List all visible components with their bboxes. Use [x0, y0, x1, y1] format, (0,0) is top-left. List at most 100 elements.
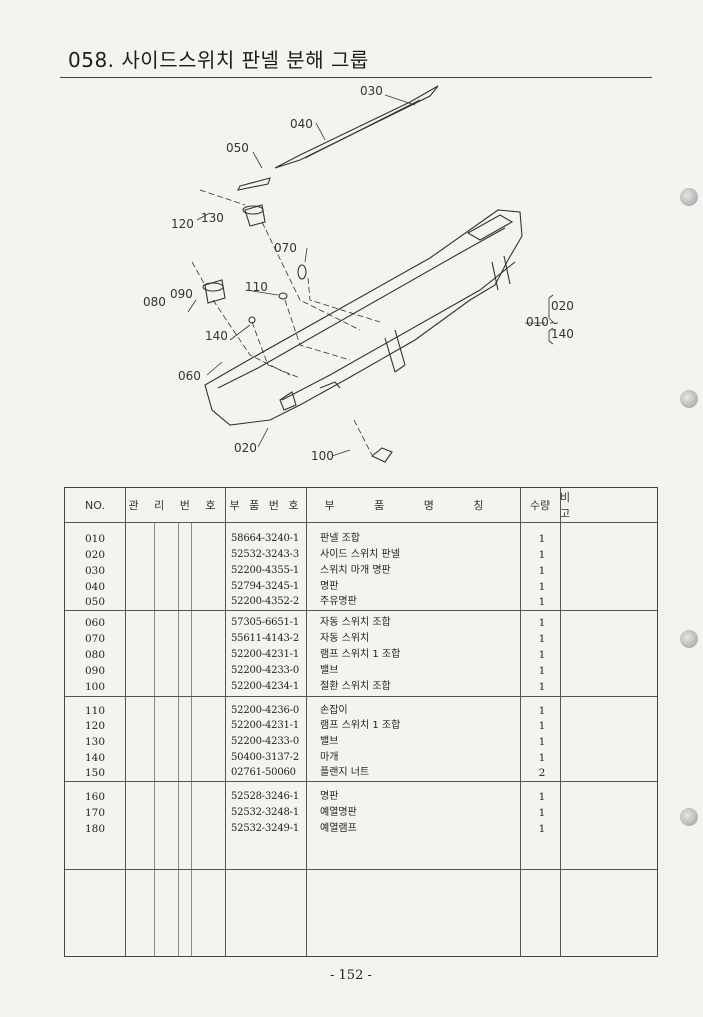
- row-part-name: 램프 스위치 1 조합: [320, 720, 401, 731]
- row-part-no: 52200-4231-1: [231, 720, 299, 731]
- row-part-name: 밸브: [320, 665, 339, 676]
- exploded-diagram: 030 040 050 120 130 070 020 010 140 ~ 09…: [143, 84, 574, 463]
- col-divider: [520, 488, 521, 956]
- row-no: 170: [85, 807, 106, 819]
- row-part-name: 명판: [320, 581, 339, 592]
- table-row: 180 52532-3249-1 예열램프 1: [65, 821, 657, 837]
- row-qty: 1: [538, 596, 546, 608]
- label-130: 130: [201, 211, 224, 225]
- table-row: 010 58664-3240-1 판넬 조합 1: [65, 531, 657, 547]
- col-divider: [306, 488, 307, 956]
- row-no: 080: [85, 649, 106, 661]
- row-qty: 1: [538, 533, 546, 545]
- row-no: 050: [85, 596, 106, 608]
- panel-frame: [204, 209, 523, 426]
- table-row: 170 52532-3248-1 예열명판 1: [65, 805, 657, 821]
- table-row: 130 52200-4233-0 밸브 1: [65, 734, 657, 750]
- binder-hole: [680, 390, 698, 408]
- row-no: 090: [85, 665, 106, 677]
- group-rule: [65, 610, 657, 611]
- row-part-no: 55611-4143-2: [231, 633, 299, 644]
- row-qty: 1: [538, 807, 546, 819]
- row-part-name: 자동 스위치: [320, 633, 370, 644]
- label-020-right: 020: [551, 299, 574, 313]
- row-qty: 1: [538, 823, 546, 835]
- table-row: 140 50400-3137-2 마개 1: [65, 750, 657, 766]
- table-row: 090 52200-4233-0 밸브 1: [65, 663, 657, 679]
- row-part-name: 절환 스위치 조합: [320, 681, 391, 692]
- binder-hole: [680, 630, 698, 648]
- col-divider: [560, 488, 561, 956]
- row-part-no: 57305-6651-1: [231, 617, 299, 628]
- label-060: 060: [178, 369, 201, 383]
- row-part-name: 주유명판: [320, 596, 357, 607]
- row-qty: 1: [538, 617, 546, 629]
- label-050: 050: [226, 141, 249, 155]
- row-no: 180: [85, 823, 106, 835]
- row-no: 100: [85, 681, 106, 693]
- label-040: 040: [290, 117, 313, 131]
- header-mgmt: 관 리 번 호: [128, 499, 222, 512]
- row-part-name: 램프 스위치 1 조합: [320, 649, 401, 660]
- row-part-no: 52532-3243-3: [231, 549, 299, 560]
- header-qty: 수량: [529, 499, 551, 512]
- row-part-name: 예열램프: [320, 823, 357, 834]
- row-part-name: 명판: [320, 791, 339, 802]
- page-title: 058. 사이드스위치 판넬 분해 그룹: [68, 48, 369, 72]
- label-140-right: 140: [551, 327, 574, 341]
- row-part-name: 자동 스위치 조합: [320, 617, 391, 628]
- table-row: 110 52200-4236-0 손잡이 1: [65, 703, 657, 719]
- tilde: ~: [549, 316, 559, 330]
- col-divider: [125, 488, 126, 956]
- row-no: 110: [85, 705, 106, 717]
- row-part-no: 52532-3248-1: [231, 807, 299, 818]
- row-qty: 1: [538, 665, 546, 677]
- table-row: 100 52200-4234-1 절환 스위치 조합 1: [65, 679, 657, 695]
- row-part-name: 손잡이: [320, 705, 348, 716]
- plate-040: [237, 177, 271, 191]
- row-part-name: 밸브: [320, 736, 339, 747]
- row-part-no: 52200-4352-2: [231, 596, 299, 607]
- row-part-no: 50400-3137-2: [231, 752, 299, 763]
- table-row: 070 55611-4143-2 자동 스위치 1: [65, 631, 657, 647]
- header-remarks: 비 고: [560, 491, 601, 520]
- row-qty: 1: [538, 649, 546, 661]
- table-row: 040 52794-3245-1 명판 1: [65, 579, 657, 595]
- label-120: 120: [171, 217, 194, 231]
- plate-030: [274, 85, 439, 169]
- table-row: 050 52200-4352-2 주유명판 1: [65, 594, 657, 610]
- row-part-name: 예열명판: [320, 807, 357, 818]
- row-no: 070: [85, 633, 106, 645]
- row-part-no: 52528-3246-1: [231, 791, 299, 802]
- header-part-no: 부 품 번 호: [229, 499, 302, 512]
- label-030: 030: [360, 84, 383, 98]
- table-row: 020 52532-3243-3 사이드 스위치 판넬 1: [65, 547, 657, 563]
- header-part-name: 부 품 명 칭: [324, 499, 502, 512]
- row-no: 130: [85, 736, 106, 748]
- binder-hole: [680, 808, 698, 826]
- row-part-no: 52200-4234-1: [231, 681, 299, 692]
- parts-table: NO. 관 리 번 호 부 품 번 호 부 품 명 칭 수량 비 고 010 5…: [64, 487, 658, 957]
- group-rule: [65, 869, 657, 870]
- label-110: 110: [245, 280, 268, 294]
- label-090: 090: [170, 287, 193, 301]
- row-part-no: 52200-4233-0: [231, 736, 299, 747]
- row-qty: 1: [538, 681, 546, 693]
- row-qty: 1: [538, 565, 546, 577]
- row-no: 120: [85, 720, 106, 732]
- row-part-no: 52200-4233-0: [231, 665, 299, 676]
- label-070: 070: [274, 241, 297, 255]
- header-no: NO.: [85, 498, 105, 512]
- label-010: 010: [526, 315, 549, 329]
- group-rule: [65, 696, 657, 697]
- row-part-name: 마개: [320, 752, 339, 763]
- label-100: 100: [311, 449, 334, 463]
- col-divider: [191, 522, 192, 956]
- table-row: 120 52200-4231-1 램프 스위치 1 조합 1: [65, 718, 657, 734]
- row-no: 030: [85, 565, 106, 577]
- row-part-name: 사이드 스위치 판넬: [320, 549, 400, 560]
- row-no: 160: [85, 791, 106, 803]
- row-qty: 1: [538, 752, 546, 764]
- col-divider: [154, 522, 155, 956]
- table-row: 060 57305-6651-1 자동 스위치 조합 1: [65, 615, 657, 631]
